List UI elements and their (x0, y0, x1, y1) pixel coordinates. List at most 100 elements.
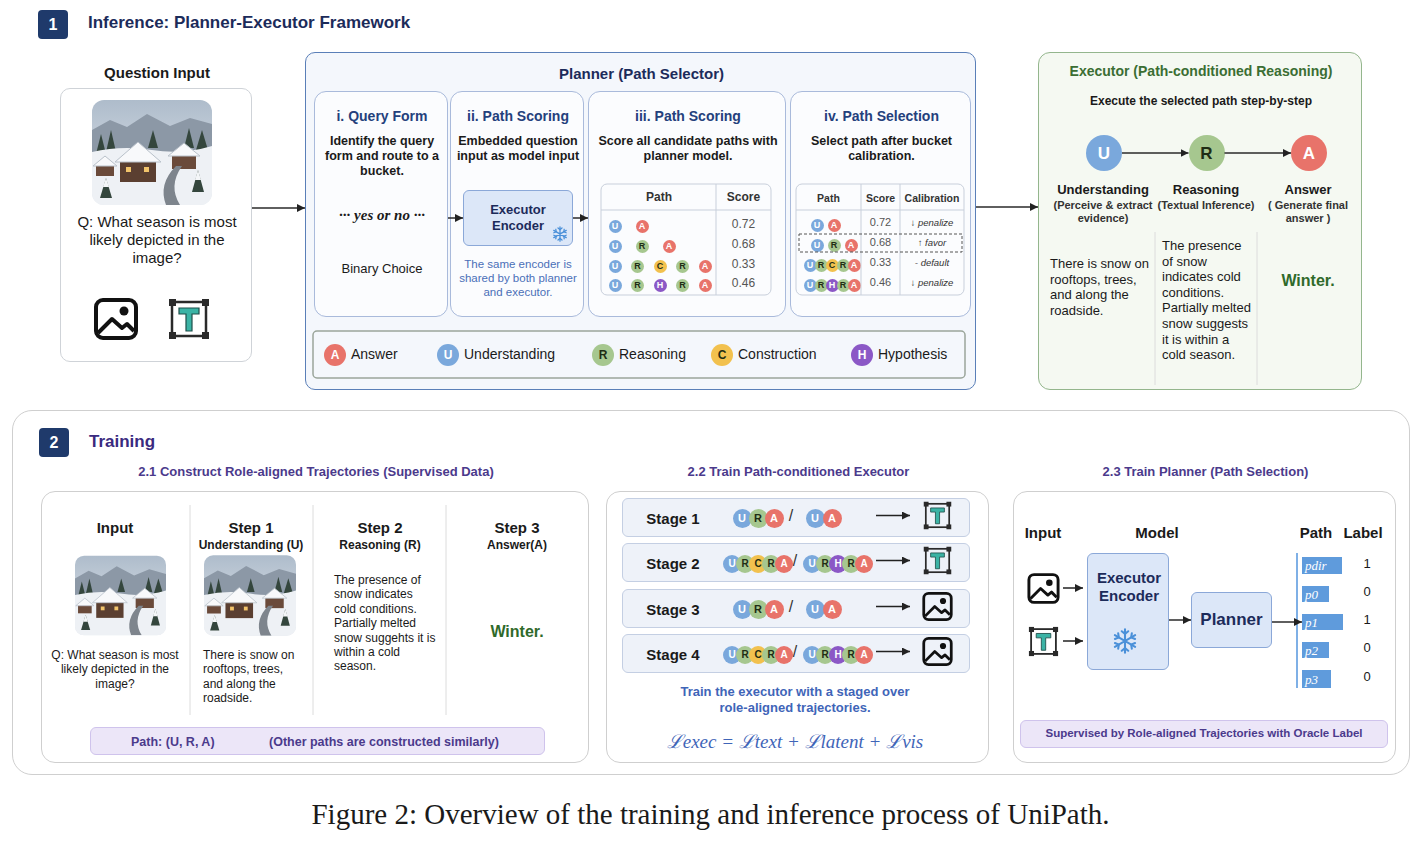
legend-text: Reasoning (619, 346, 729, 363)
role-letter: A (851, 281, 858, 290)
label-text: There is snow on rooftops, trees, and al… (203, 648, 305, 706)
label-text: 0.46 (861, 276, 900, 289)
role-letter: R (741, 559, 748, 569)
label-text: 1 (1352, 612, 1382, 628)
role-letter: A (828, 513, 836, 524)
input-photo (75, 556, 166, 636)
label-text: Q: What season is most likely depicted i… (50, 648, 180, 691)
role-letter: R (639, 242, 646, 251)
label-text: Answer (1253, 182, 1363, 198)
label-text: 0 (1352, 584, 1382, 600)
role-letter: R (818, 261, 825, 270)
node-text: Executor (Path-conditioned Reasoning) (1043, 63, 1359, 80)
role-letter: A (851, 261, 858, 270)
node-text: Stage 4 (633, 646, 713, 664)
role-letter: U (728, 559, 735, 569)
label-text: Step 2 (325, 519, 435, 537)
role-circle: R (636, 240, 649, 253)
label-text-holder: ↓ penalize (900, 277, 964, 288)
legend-text: Construction (738, 346, 848, 363)
planner-step-box: ii. Path ScoringEmbedded question input … (450, 91, 584, 317)
label-text-holder: Input (1013, 524, 1073, 542)
role-circle: R (828, 239, 841, 252)
role-circle: A (765, 600, 784, 619)
label-text: - default (900, 257, 964, 268)
role-circle: H (654, 279, 667, 292)
label-text-holder: The presence of snow indicates cold cond… (1162, 238, 1254, 363)
label-text-holder: - default (900, 257, 964, 268)
label-text: Score (861, 192, 900, 205)
role-letter: H (657, 281, 664, 290)
role-circle: R (631, 260, 644, 273)
node-text: Training (89, 432, 389, 452)
role-letter: C (657, 262, 664, 271)
role-letter: H (829, 281, 836, 290)
connector-arrow (1272, 621, 1302, 623)
node-text-holder: Binary Choice (315, 261, 449, 277)
node-text: p1 (1305, 616, 1318, 629)
legend-frame (313, 331, 965, 378)
label-text-holder: Path (796, 192, 861, 205)
node-text: Stage 2 (633, 555, 713, 573)
label-text-holder: 0 (1352, 669, 1382, 685)
legend-text-holder: Reasoning (619, 346, 729, 363)
role-letter: A (860, 559, 867, 569)
label-text: The presence of snow indicates cold cond… (334, 573, 436, 674)
node-text-holder: 2.2 Train Path-conditioned Executor (607, 464, 990, 480)
label-text: Path (602, 190, 716, 204)
text-modality-icon (924, 502, 952, 530)
text-modality-icon (1029, 627, 1058, 656)
label-text: Winter. (1258, 271, 1358, 290)
role-letter: A (666, 242, 673, 251)
role-letter: R (679, 262, 686, 271)
role-letter: R (634, 281, 641, 290)
role-letter: H (834, 559, 841, 569)
legend-text: Understanding (464, 346, 574, 363)
role-letter: U (738, 604, 746, 615)
role-letter: R (741, 650, 748, 660)
section-badge: 1 (38, 10, 68, 39)
node-text: p0 (1305, 588, 1318, 601)
role-circle: U (609, 220, 622, 233)
role-letter: A (702, 262, 709, 271)
label-text: 0.72 (716, 217, 771, 231)
role-letter: R (767, 559, 774, 569)
role-letter: A (1303, 145, 1315, 162)
training-panel: Training22.1 Construct Role-aligned Traj… (12, 410, 1410, 775)
label-text-holder: (Perceive & extract evidence) (1053, 199, 1153, 225)
figure-caption: Figure 2: Overview of the training and i… (0, 797, 1421, 832)
label-text-holder: 0.72 (861, 216, 900, 229)
label-text-holder: 0.46 (861, 276, 900, 289)
label-text-holder: 0.68 (716, 237, 771, 251)
node-text: Planner (Path Selector) (306, 65, 977, 83)
node-text-holder: Embedded question input as model input (456, 134, 580, 164)
node-text: Supervised by Role-aligned Trajectories … (1046, 727, 1363, 741)
node-text: Q: What season is most likely depicted i… (71, 213, 243, 267)
label-text-holder: Path (602, 190, 716, 204)
label-text-holder: Q: What season is most likely depicted i… (50, 648, 180, 691)
label-text: 0.68 (861, 236, 900, 249)
role-circle: U (806, 600, 825, 619)
label-text: ↓ penalize (900, 277, 964, 288)
legend-swatch: A (324, 344, 346, 366)
node-text-holder: ··· yes or no ··· (317, 206, 447, 224)
figure-caption-holder: Figure 2: Overview of the training and i… (0, 797, 1421, 832)
role-letter: U (1098, 145, 1110, 162)
node-text: Stage 3 (633, 601, 713, 619)
role-letter: U (612, 222, 619, 231)
node-text: The same encoder is shared by both plann… (454, 258, 582, 299)
node-text: Embedded question input as model input (456, 134, 580, 164)
role-letter: U (808, 650, 815, 660)
node-text: Path: (U, R, A) (131, 735, 281, 750)
label-text-holder: ↓ penalize (900, 217, 964, 228)
role-circle: A (855, 555, 873, 573)
role-circle: R (676, 279, 689, 292)
role-letter: U (814, 241, 821, 250)
path-bar: pdir (1302, 557, 1342, 574)
label-text-holder: ( Generate final answer ) (1258, 199, 1358, 225)
label-text: / (785, 552, 805, 570)
role-letter: U (738, 513, 746, 524)
table-rule (796, 210, 964, 211)
node-text-holder: Stage 1 (633, 510, 713, 528)
